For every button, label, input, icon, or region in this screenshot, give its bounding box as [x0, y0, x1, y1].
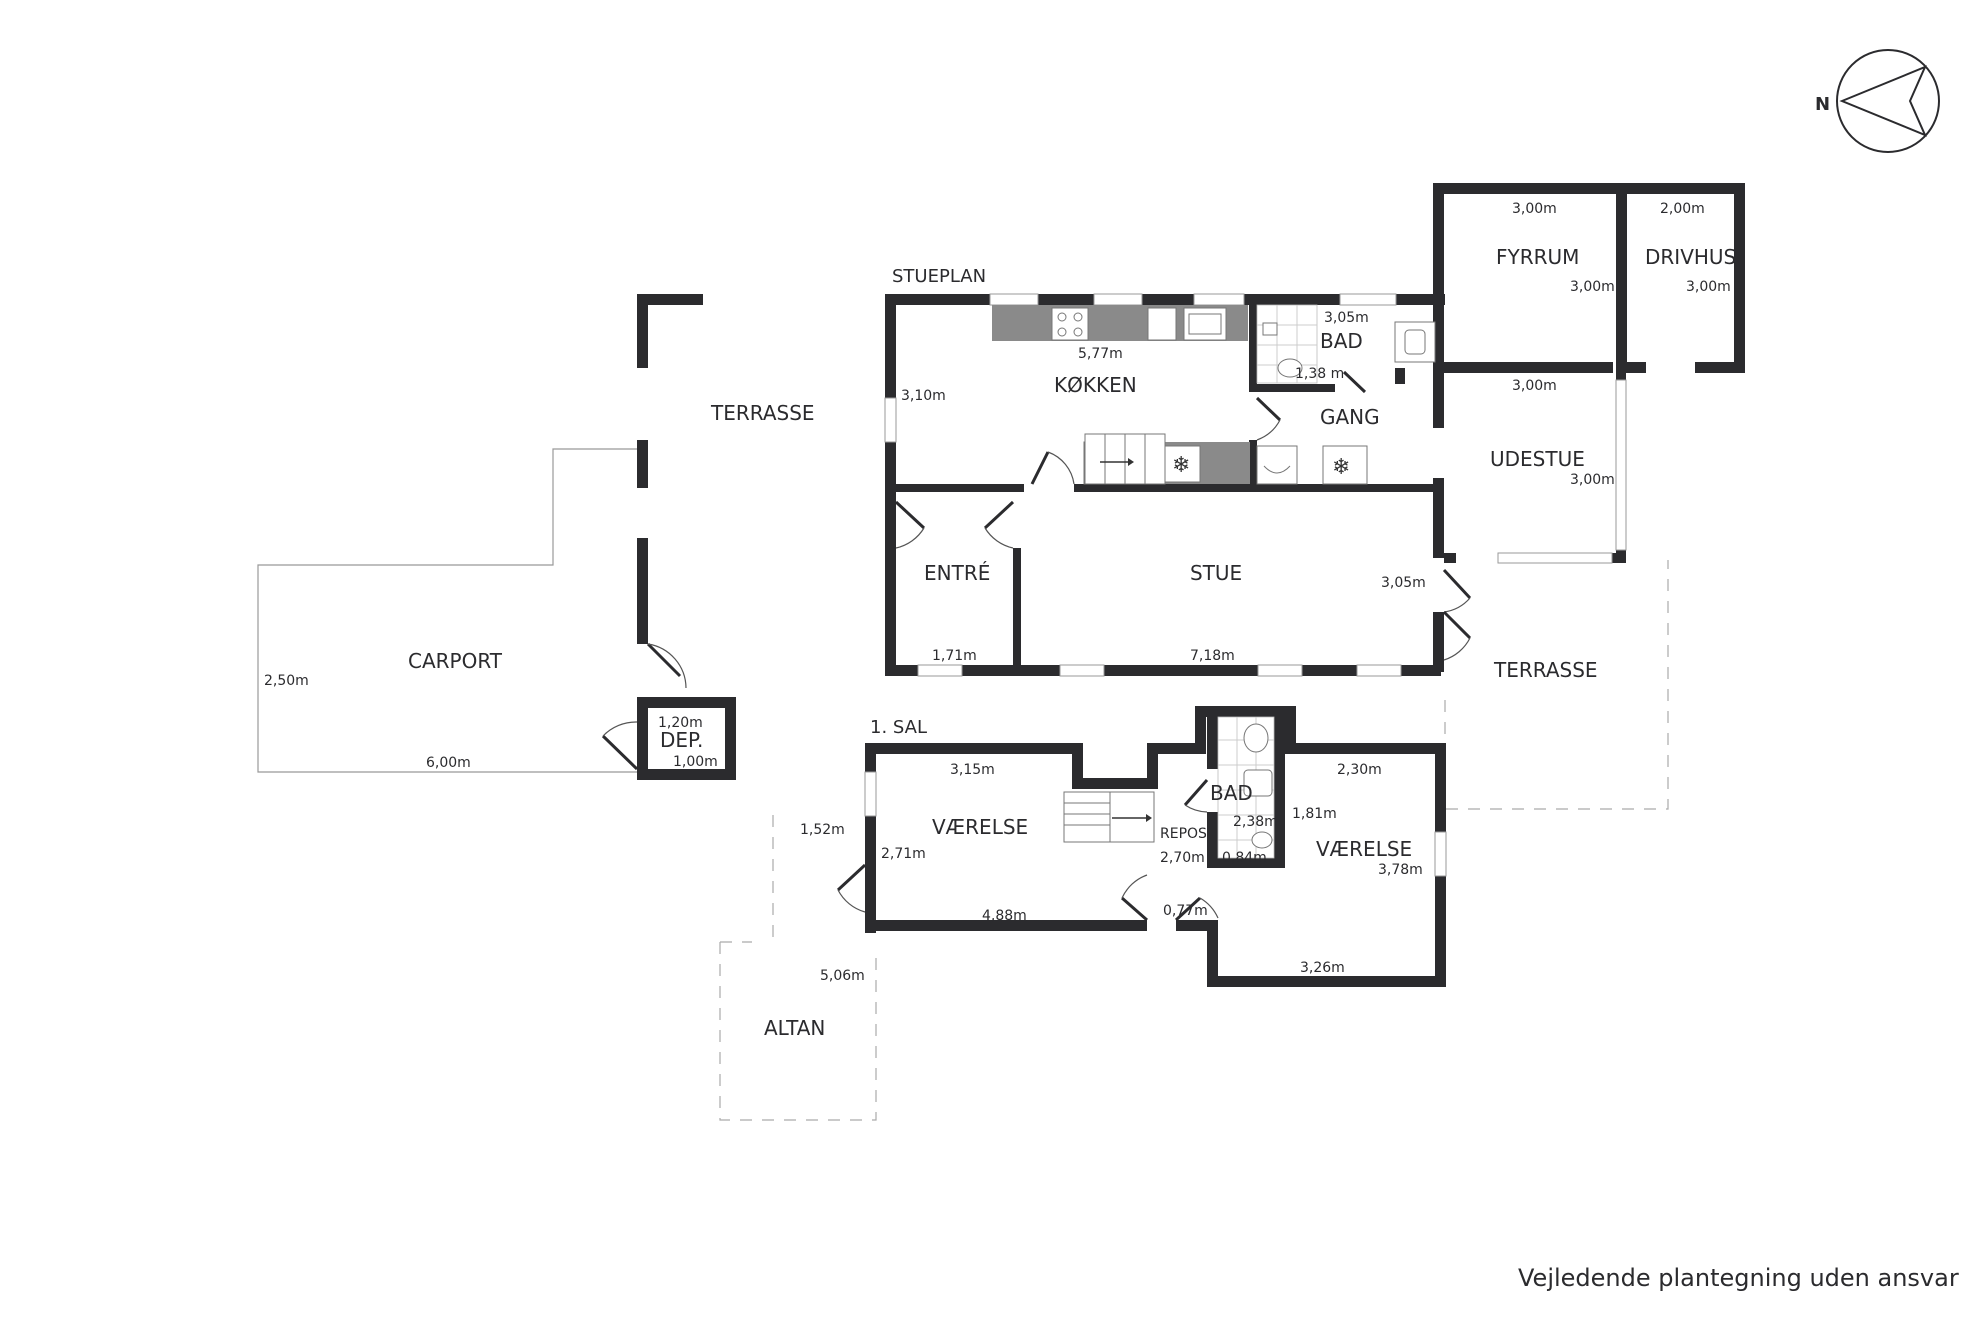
terrasse-se-outline	[1444, 560, 1669, 810]
carport-outline	[257, 448, 638, 773]
dep-walls	[637, 697, 736, 780]
room-name-vaerelse-2: VÆRELSE	[1316, 837, 1412, 861]
dim-vaerelse-1-depth: 2,71m	[881, 846, 926, 862]
room-name-altan: ALTAN	[764, 1016, 825, 1040]
disclaimer-text: Vejledende plantegning uden ansvar	[1518, 1264, 1959, 1292]
carport-wall	[637, 294, 703, 644]
altan-outline	[719, 942, 877, 1121]
room-name-dep: DEP.	[660, 728, 703, 752]
dim-stue-depth: 3,05m	[1381, 575, 1426, 591]
staircase-first	[1063, 791, 1155, 843]
dim-vaerelse-2-length: 3,26m	[1300, 960, 1345, 976]
floor-label-1-sal: 1. SAL	[870, 717, 927, 738]
dim-carport-width: 6,00m	[426, 755, 471, 771]
dim-fyrrum-depth: 3,00m	[1570, 279, 1615, 295]
dim-dep-width: 1,00m	[673, 754, 718, 770]
dim-udestue-depth: 3,00m	[1570, 472, 1615, 488]
room-name-udestue: UDESTUE	[1490, 447, 1585, 471]
dim-vaerelse-2-depth: 3,78m	[1378, 862, 1423, 878]
dim-dep-length: 1,20m	[658, 715, 703, 731]
room-name-terrasse-nw: TERRASSE	[710, 401, 815, 425]
room-name-terrasse-se: TERRASSE	[1493, 658, 1598, 682]
room-name-carport: CARPORT	[408, 649, 503, 673]
room-name-kokken: KØKKEN	[1054, 373, 1137, 397]
dim-vaerelse-1-width: 3,15m	[950, 762, 995, 778]
gang-fixtures: ❄	[1256, 445, 1368, 485]
room-name-gang: GANG	[1320, 405, 1380, 429]
floor-label-stueplan: STUEPLAN	[892, 266, 986, 287]
dim-repos-length: 2,70m	[1160, 850, 1205, 866]
ground-floor-windows	[884, 293, 1627, 677]
room-name-stue: STUE	[1190, 561, 1242, 585]
dim-altan-length: 5,06m	[820, 968, 865, 984]
ground-floor-doors	[894, 370, 1472, 661]
dim-udestue-width: 3,00m	[1512, 378, 1557, 394]
bad-ground-tiles	[1256, 304, 1436, 384]
dim-entre-width: 1,71m	[932, 648, 977, 664]
dim-repos-width: 0,77m	[1163, 903, 1208, 919]
dim-bad-ground-length: 3,05m	[1324, 310, 1369, 326]
dim-stue-width: 7,18m	[1190, 648, 1235, 664]
room-name-bad-ground: BAD	[1320, 329, 1363, 353]
room-name-entre: ENTRÉ	[924, 561, 990, 585]
dim-bad-ground-width: 1,38 m	[1295, 366, 1344, 382]
dim-drivhus-width: 2,00m	[1660, 201, 1705, 217]
dep-door	[601, 721, 639, 771]
north-label: N	[1815, 94, 1830, 115]
carport-door	[646, 642, 687, 689]
dim-kokken-depth: 3,10m	[901, 388, 946, 404]
freezer-icon: ❄	[1332, 455, 1350, 480]
first-floor-windows	[864, 771, 1447, 877]
dim-drivhus-depth: 3,00m	[1686, 279, 1731, 295]
staircase-ground	[1084, 433, 1166, 485]
north-compass-icon: N	[1815, 49, 1940, 153]
dim-carport-depth: 2,50m	[264, 673, 309, 689]
kitchen-counter-top	[992, 305, 1248, 341]
room-name-bad-first: BAD	[1210, 781, 1253, 805]
dim-fyrrum-width: 3,00m	[1512, 201, 1557, 217]
bad-first-tiles	[1217, 716, 1275, 859]
dim-vaerelse-1-window: 1,52m	[800, 822, 845, 838]
dim-vaerelse-2-width: 2,30m	[1337, 762, 1382, 778]
first-floor-doors	[836, 779, 1219, 922]
room-name-drivhus: DRIVHUS	[1645, 245, 1736, 269]
dim-kokken-width: 5,77m	[1078, 346, 1123, 362]
room-name-repos: REPOS	[1160, 826, 1207, 842]
room-name-vaerelse-1: VÆRELSE	[932, 815, 1028, 839]
dim-vaerelse-2-notch: 1,81m	[1292, 806, 1337, 822]
fridge-icon: ❄	[1172, 453, 1190, 478]
dim-bad-first-width: 0,84m	[1222, 850, 1267, 866]
room-name-fyrrum: FYRRUM	[1496, 245, 1579, 269]
dim-bad-first-length: 2,38m	[1233, 814, 1278, 830]
dim-vaerelse-1-length: 4,88m	[982, 908, 1027, 924]
